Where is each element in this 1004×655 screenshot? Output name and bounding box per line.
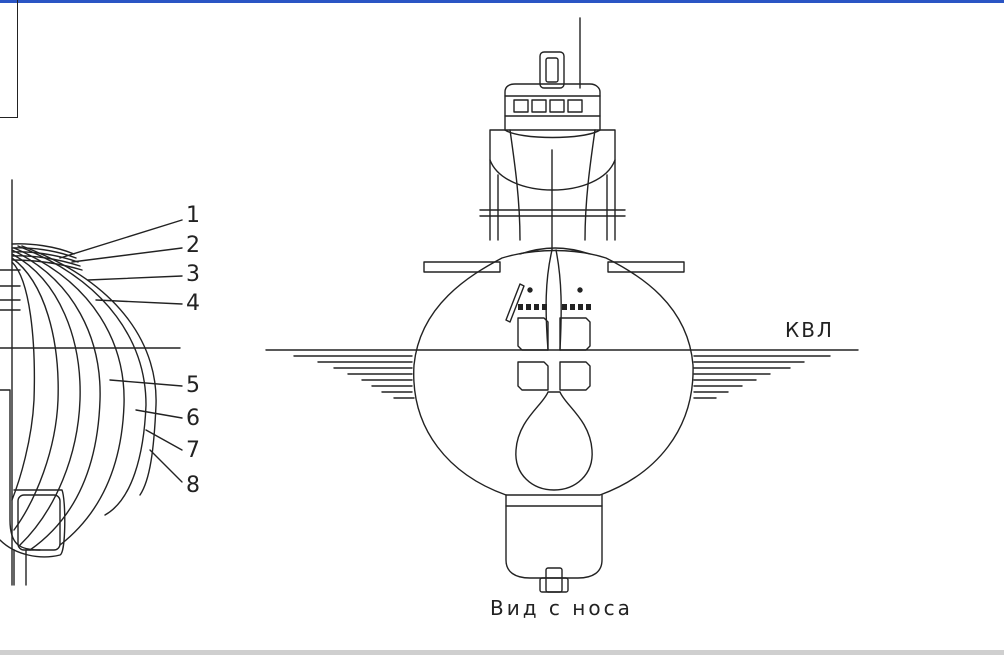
- leader-3: [87, 275, 183, 281]
- keel: [505, 494, 603, 579]
- leader-5: [109, 379, 183, 387]
- water-hatching-left: [293, 355, 415, 399]
- leader-8: [149, 449, 183, 483]
- torpedo-door: [517, 317, 549, 351]
- sail: [489, 129, 616, 241]
- station-number: 2: [186, 233, 200, 258]
- torpedo-door: [559, 317, 591, 351]
- hull-outline: [413, 249, 694, 496]
- periscope: [539, 51, 565, 89]
- front-view: [265, 17, 859, 593]
- water-hatching-right: [693, 355, 831, 399]
- station-number: 3: [186, 262, 200, 287]
- station-number: 6: [186, 406, 200, 431]
- inset-frame: [0, 0, 18, 118]
- station-number: 8: [186, 473, 200, 498]
- leader-1: [59, 219, 183, 259]
- torpedo-door: [559, 361, 591, 391]
- torpedo-door: [517, 361, 549, 391]
- station-number: 1: [186, 203, 200, 228]
- station-number: 7: [186, 438, 200, 463]
- top-border: [0, 0, 1004, 3]
- leader-6: [135, 409, 183, 419]
- station-number: 5: [186, 373, 200, 398]
- bottom-border: [0, 650, 1004, 655]
- body-sections: [0, 179, 183, 586]
- leader-7: [145, 429, 183, 451]
- hydroplane-right: [607, 261, 685, 273]
- waterline-label: КВЛ: [785, 318, 834, 342]
- leader-4: [95, 299, 183, 305]
- station-number: 4: [186, 291, 200, 316]
- hydroplane-left: [423, 261, 501, 273]
- view-caption: Вид с носа: [490, 596, 633, 620]
- sonar-dome: [515, 391, 593, 491]
- leader-2: [71, 247, 183, 263]
